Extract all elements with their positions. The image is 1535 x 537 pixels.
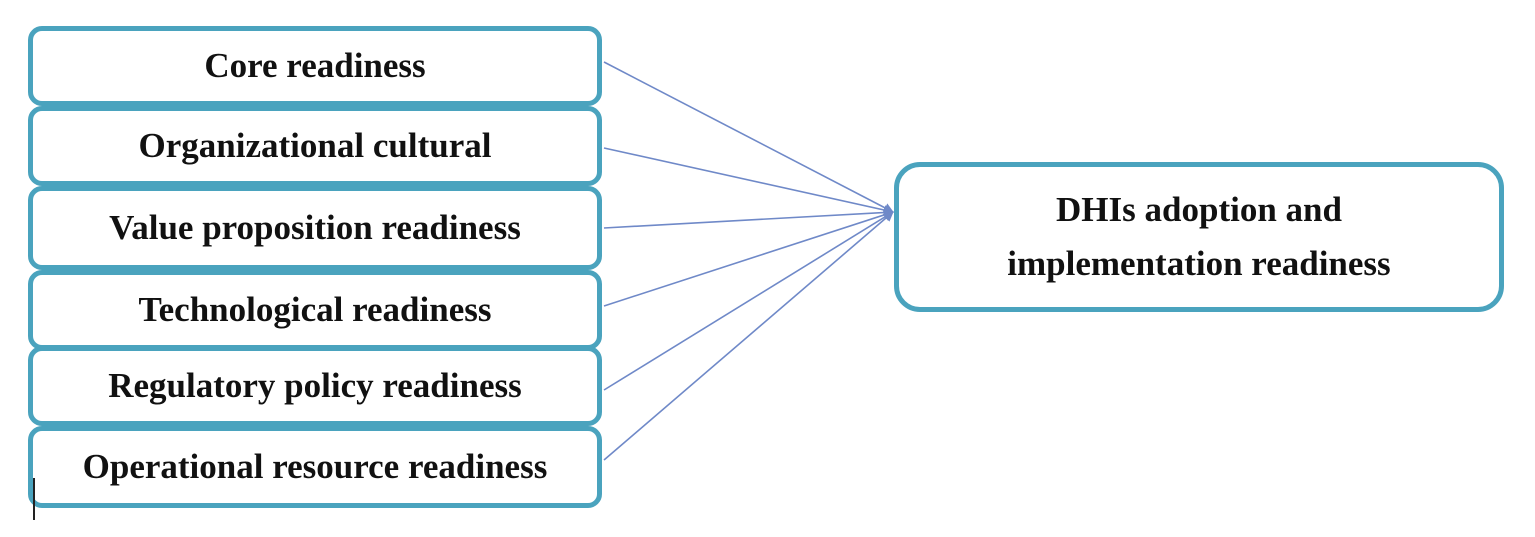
source-label: Operational resource readiness bbox=[82, 447, 548, 487]
arrow-technological-readiness bbox=[603, 210, 894, 307]
target-box-dhis-adoption: DHIs adoption and implementation readine… bbox=[894, 162, 1504, 312]
source-box-operational-resource-readiness: Operational resource readiness bbox=[28, 426, 602, 508]
source-box-core-readiness: Core readiness bbox=[28, 26, 602, 106]
target-label-line-2: implementation readiness bbox=[1007, 244, 1391, 283]
source-box-organizational-cultural: Organizational cultural bbox=[28, 106, 602, 186]
target-label-line-1: DHIs adoption and bbox=[1056, 189, 1342, 229]
source-label: Organizational cultural bbox=[138, 126, 492, 166]
arrow-regulatory-policy-readiness bbox=[603, 211, 894, 391]
source-label: Value proposition readiness bbox=[109, 208, 521, 248]
text-cursor bbox=[33, 478, 35, 520]
source-label: Core readiness bbox=[204, 46, 426, 86]
source-box-technological-readiness: Technological readiness bbox=[28, 270, 602, 350]
source-label: Technological readiness bbox=[138, 290, 492, 330]
source-box-regulatory-policy-readiness: Regulatory policy readiness bbox=[28, 346, 602, 426]
source-box-value-proposition-readiness: Value proposition readiness bbox=[28, 186, 602, 270]
arrow-organizational-cultural bbox=[603, 147, 894, 215]
source-label: Regulatory policy readiness bbox=[108, 366, 522, 406]
arrow-core-readiness bbox=[603, 61, 894, 213]
arrow-operational-resource-readiness bbox=[603, 211, 894, 461]
arrow-value-proposition-readiness bbox=[603, 207, 894, 229]
